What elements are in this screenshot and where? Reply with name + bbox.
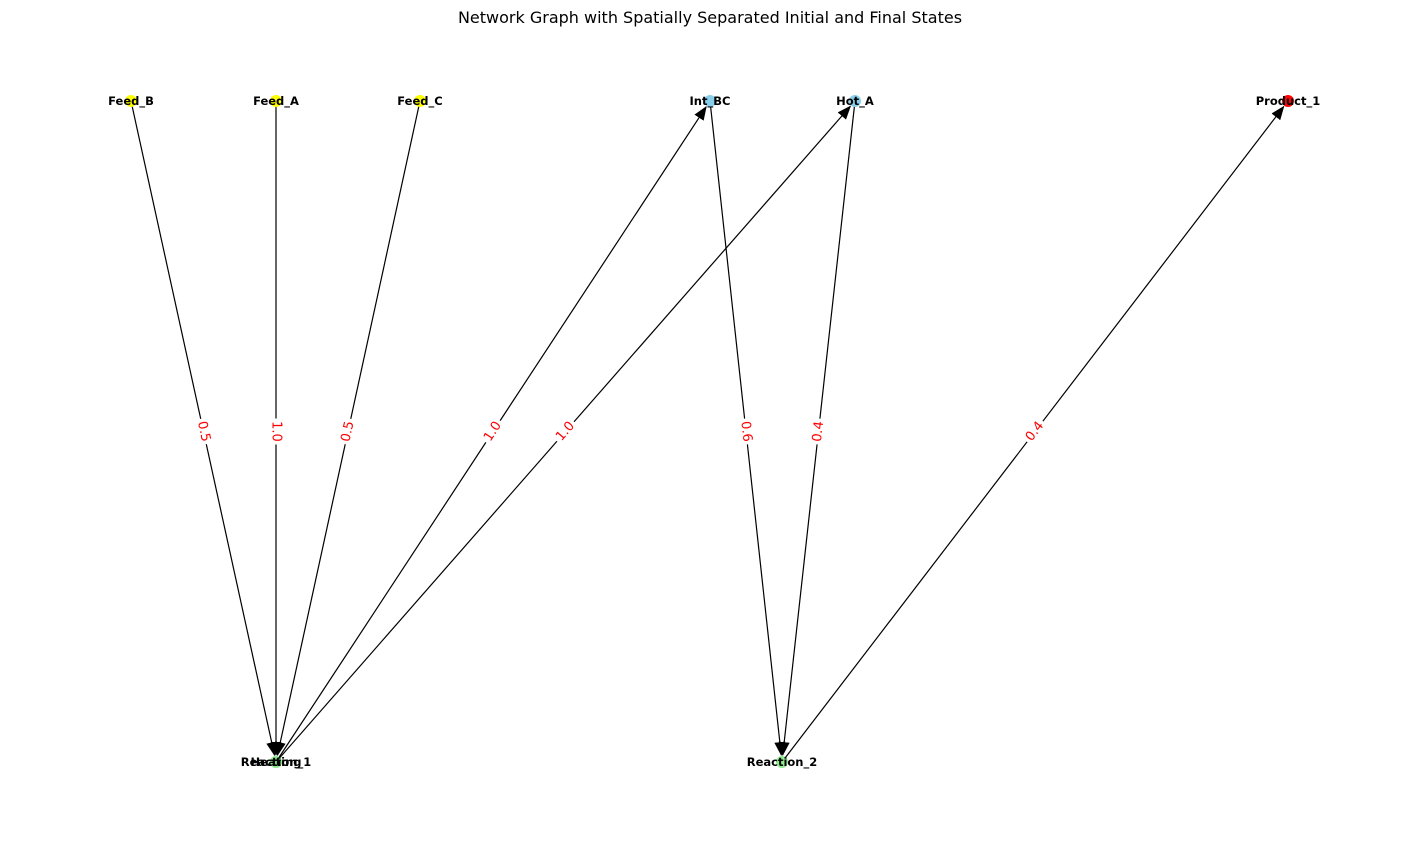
edge-label-background: [550, 416, 581, 447]
edge-label-3: 1.0: [479, 416, 507, 447]
node-feed-b: [125, 95, 137, 107]
node-label-reaction-2: Reaction_2: [747, 755, 818, 770]
node-int-bc: [704, 95, 716, 107]
node-reaction-2: [776, 756, 788, 768]
edge-label-1: 1.0: [268, 418, 284, 445]
edge-weight-text: 0.5: [338, 420, 357, 443]
diagram-title: Network Graph with Spatially Separated I…: [457, 8, 963, 27]
edge-label-background: [809, 417, 828, 446]
node-product-1: [1282, 95, 1294, 107]
edge-weight-text: 0.5: [194, 420, 213, 443]
edge-label-background: [268, 418, 284, 445]
edge-weight-text: 0.4: [810, 420, 827, 442]
edge-label-4: 1.0: [550, 416, 581, 447]
edge-label-5: 0.6: [736, 417, 756, 446]
node-hot-a: [849, 95, 861, 107]
edge-label-background: [479, 416, 507, 447]
node-label-feed-a: Feed_A: [253, 94, 299, 109]
edges-layer: [130, 100, 1285, 763]
node-heating: [270, 756, 282, 768]
node-label-reaction-1: Reaction_1: [241, 755, 312, 770]
node-label-int-bc: Int_BC: [690, 94, 731, 109]
edge-labels-layer: 0.5 1.0 0.5 1.0 1.0 0.6 0.4 0.4: [192, 416, 1050, 447]
nodes-layer: [125, 95, 1294, 768]
edge-weight-text: 1.0: [269, 421, 284, 442]
edge-weight-text: 0.6: [737, 420, 754, 442]
node-label-hot-a: Hot_A: [836, 94, 874, 109]
node-labels-layer: Feed_B Feed_A Feed_C Int_BC Hot_A Product_1Re…: [108, 94, 1320, 770]
node-feed-c: [414, 95, 426, 107]
node-feed-a: [270, 95, 282, 107]
edge-label-background: [192, 417, 215, 446]
edge-label-6: 0.4: [809, 417, 828, 446]
edge-label-2: 0.5: [337, 417, 359, 446]
node-label-heating: Heating: [250, 755, 301, 769]
node-label-feed-b: Feed_B: [108, 94, 154, 109]
node-label-product-1: Product_1: [1256, 94, 1321, 109]
edge-label-background: [337, 417, 359, 446]
edge-label-0: 0.5: [192, 417, 215, 446]
edge-label-7: 0.4: [1020, 416, 1050, 447]
edge-label-background: [736, 417, 756, 446]
edge-label-background: [1020, 416, 1050, 447]
node-label-feed-c: Feed_C: [397, 94, 442, 109]
